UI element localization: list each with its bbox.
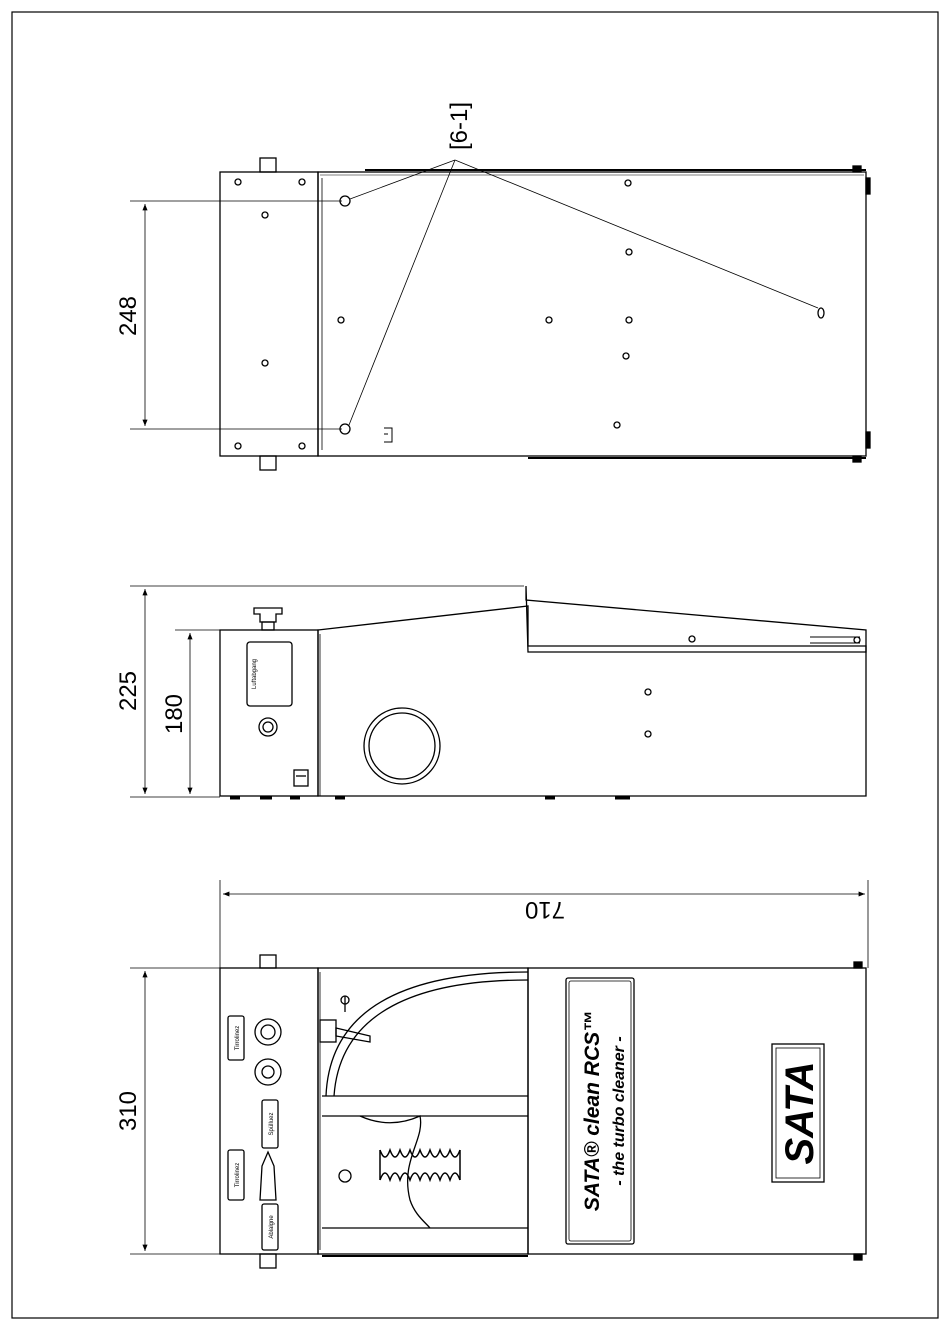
dimension-310 xyxy=(130,968,220,1254)
dimension-label-710: 710 xyxy=(525,896,565,923)
front-view-selector-knob xyxy=(260,1152,276,1200)
front-view-label-3-text: Tirrolinez xyxy=(235,1163,241,1187)
side-view-connector xyxy=(259,718,277,736)
dimension-label-225: 225 xyxy=(115,671,142,711)
top-view-fitting-bottom xyxy=(260,456,276,470)
dimension-248 xyxy=(130,201,342,429)
side-view-main-body xyxy=(318,606,866,796)
dimension-710 xyxy=(220,880,868,968)
top-view-main-body xyxy=(318,172,866,456)
side-view-lid xyxy=(526,586,866,652)
front-view-label-4-text: Ablalgne xyxy=(269,1215,275,1239)
front-view-label-2-text: Spülluez xyxy=(269,1112,275,1135)
front-view-control-panel xyxy=(220,968,318,1254)
front-view-label-1-text: Tirrolinez xyxy=(235,1026,241,1050)
front-view-valve xyxy=(255,1059,281,1085)
front-view-spring xyxy=(380,1150,460,1180)
nameplate-line2: - the turbo cleaner - xyxy=(611,1036,628,1185)
top-view xyxy=(220,158,870,470)
dimension-225-180 xyxy=(130,586,524,797)
callout-label: [6-1] xyxy=(446,102,473,150)
dimension-label-180: 180 xyxy=(161,694,188,734)
side-view-top-knob xyxy=(254,608,282,622)
front-view-gauge xyxy=(255,1019,281,1045)
front-view-cradle xyxy=(360,1116,430,1228)
front-view-basin xyxy=(318,968,528,1254)
top-view-connector-box xyxy=(220,172,318,456)
front-view xyxy=(220,955,866,1268)
side-view-panel-label: Luftabgang xyxy=(252,659,258,689)
side-view-connector-box xyxy=(220,630,318,796)
nameplate-line1: SATA® clean RCS™ xyxy=(581,1011,604,1211)
top-view-fitting-top xyxy=(260,158,276,172)
callout-leaders xyxy=(349,160,818,425)
sata-logo: SATA xyxy=(778,1062,822,1165)
side-view-round-port xyxy=(364,708,440,784)
dimension-label-310: 310 xyxy=(115,1091,142,1131)
side-view: Luftabgang xyxy=(220,586,866,798)
dimension-label-248: 248 xyxy=(115,296,142,336)
